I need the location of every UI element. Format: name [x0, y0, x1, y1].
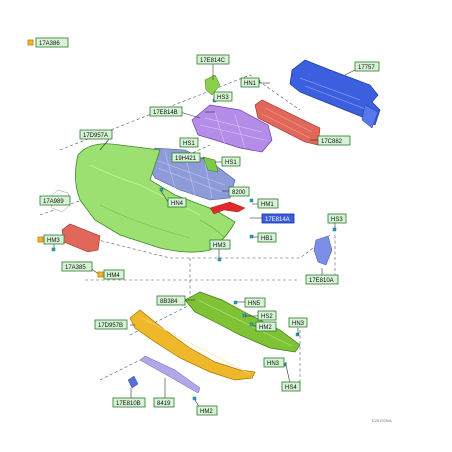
- label-8B384: 8B384: [160, 299, 178, 305]
- label-HN5: HN5: [248, 301, 261, 307]
- label-HS2: HS2: [261, 314, 273, 320]
- label-19H421: 19H421: [175, 156, 197, 162]
- label-box: [35, 37, 69, 48]
- label-HM2-a: HM2: [259, 325, 272, 331]
- label-HM3-b: HM3: [213, 243, 226, 249]
- reinforcement-beam-part: [289, 59, 381, 129]
- label-HS3-a: HS3: [217, 95, 229, 101]
- label-17A385: 17A385: [65, 265, 86, 271]
- chrome-strip-part: [139, 355, 201, 394]
- label-17A386: 17A386: [39, 41, 60, 47]
- label-17A989: 17A989: [43, 199, 64, 205]
- label-HM3-a: HM3: [47, 238, 60, 244]
- label-17D957A: 17D957A: [83, 133, 108, 139]
- label-HS1-a: HS1: [183, 141, 195, 147]
- label-HS4: HS4: [285, 385, 297, 391]
- label-HN3-a: HN3: [292, 321, 305, 327]
- left-small-bracket-part: [127, 375, 139, 389]
- upper-grille-part: [191, 74, 273, 153]
- label-HS1-b: HS1: [225, 160, 237, 166]
- label-HM2-b: HM2: [200, 409, 213, 415]
- right-bracket-part: [313, 235, 333, 266]
- label-8419: 8419: [157, 401, 171, 407]
- label-8200: 8200: [232, 190, 246, 196]
- label-17C882: 17C882: [321, 139, 343, 145]
- label-17757: 17757: [358, 65, 375, 71]
- label-17E814A: 17E814A: [265, 217, 290, 223]
- bracket-arrow-part: [209, 201, 246, 215]
- label-HB1: HB1: [261, 236, 273, 242]
- callout-labels: 17A386 17E814C 17757 HN1 HS3 17E814B 17C…: [27, 37, 380, 416]
- figure-reference-code: E251929/A: [372, 418, 392, 423]
- bumper-cover-part: [75, 143, 236, 253]
- label-17E810B: 17E810B: [116, 401, 141, 407]
- label-HN3-b: HN3: [267, 361, 280, 367]
- lower-deflector-part: [184, 291, 301, 353]
- label-HN4: HN4: [171, 201, 184, 207]
- label-HN1: HN1: [244, 81, 257, 87]
- label-17E814C: 17E814C: [200, 58, 226, 64]
- label-HS3-b: HS3: [331, 217, 343, 223]
- side-absorber-part: [61, 223, 101, 253]
- lower-spoiler-part: [129, 309, 256, 381]
- label-17D957B: 17D957B: [98, 323, 123, 329]
- label-HM1: HM1: [261, 202, 274, 208]
- label-17E810A: 17E810A: [309, 278, 334, 284]
- label-17E814B: 17E814B: [153, 110, 178, 116]
- legend-square-icon: [27, 39, 34, 46]
- label-HM4: HM4: [107, 273, 120, 279]
